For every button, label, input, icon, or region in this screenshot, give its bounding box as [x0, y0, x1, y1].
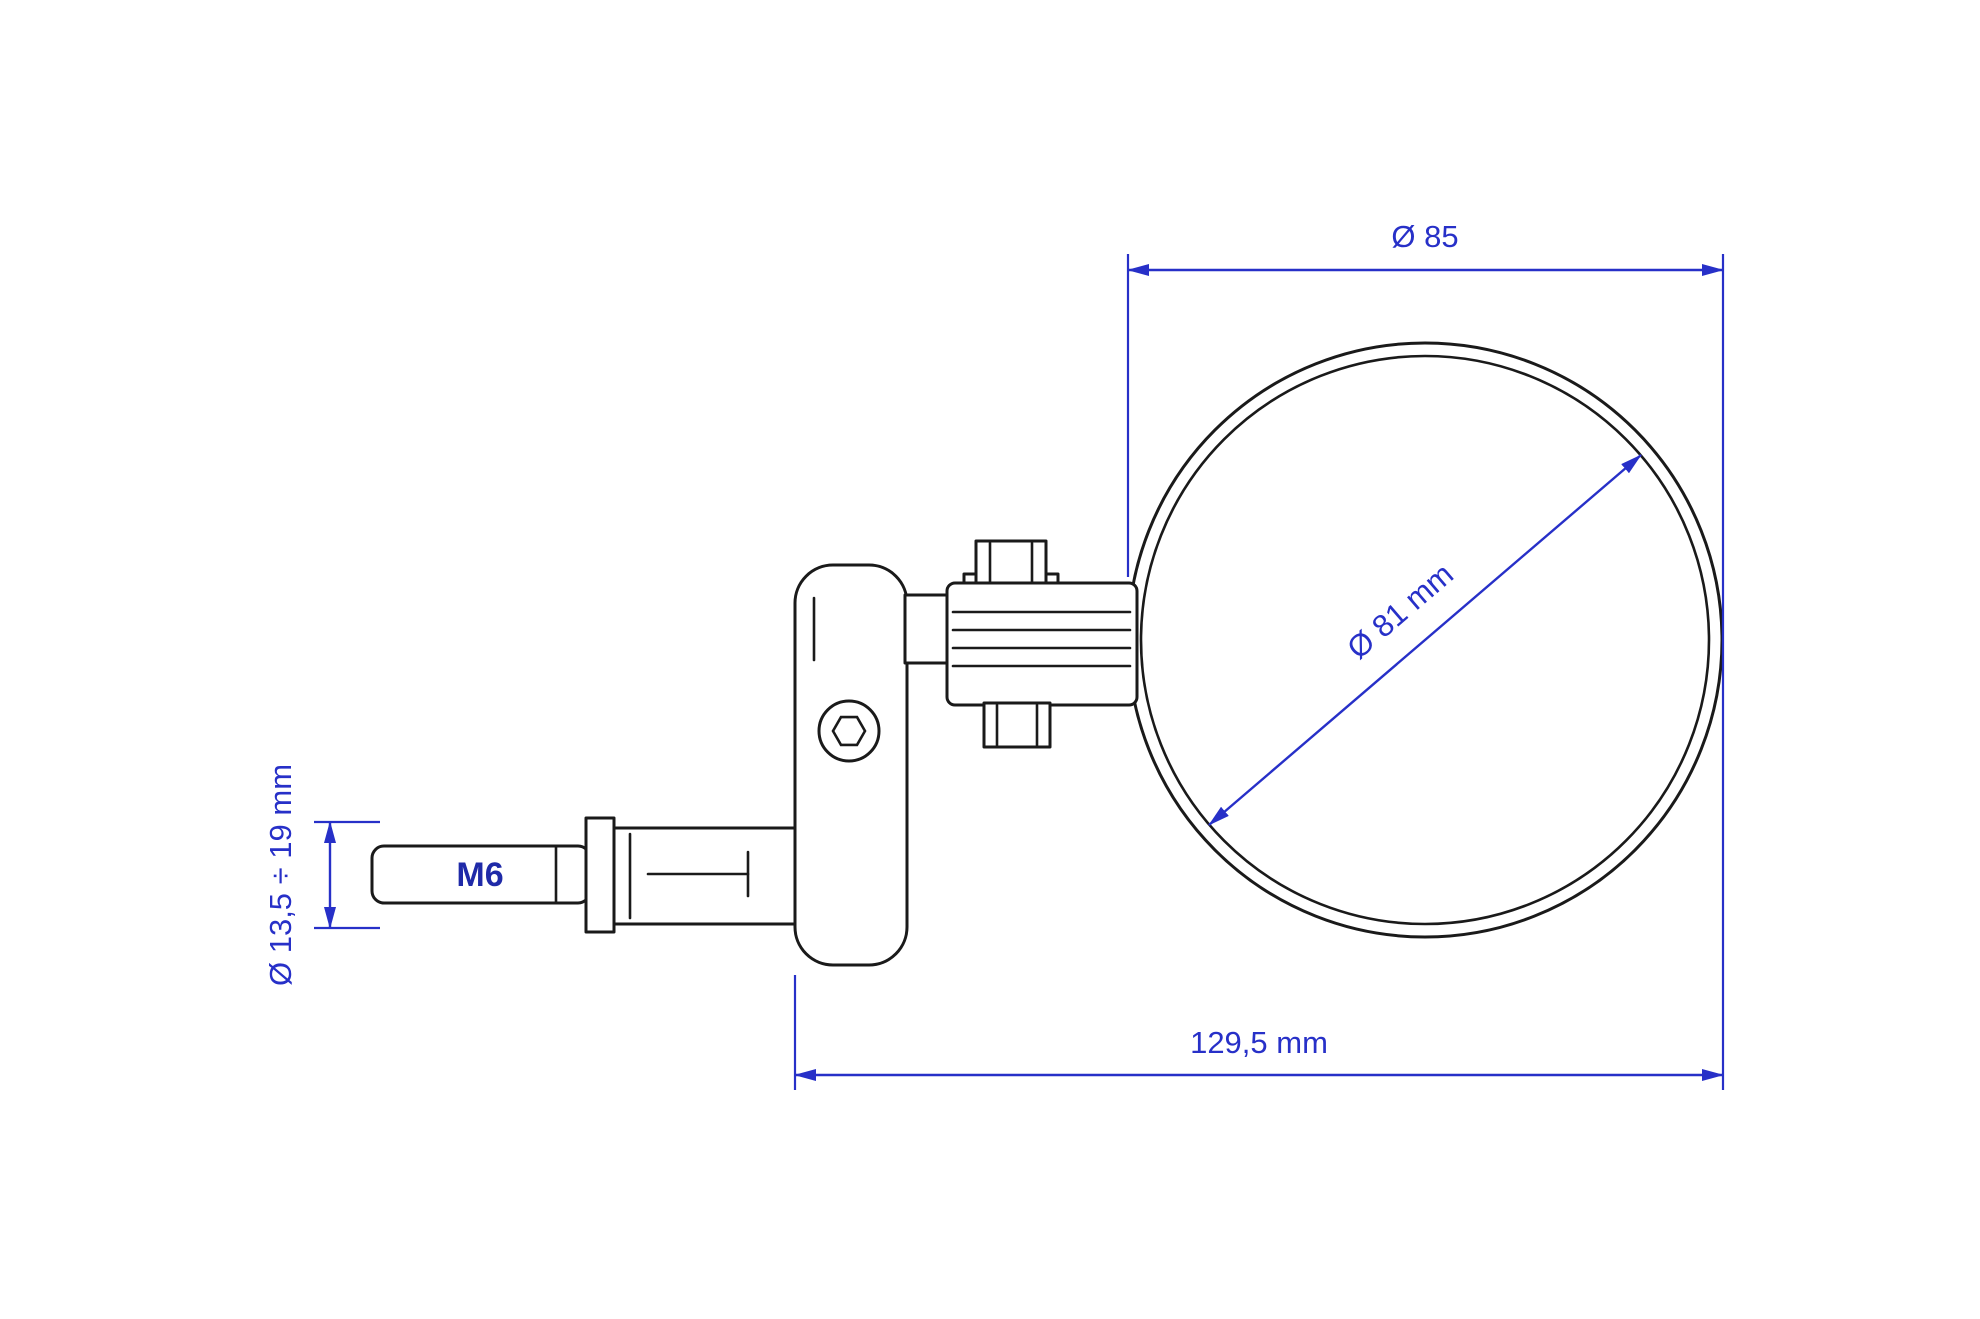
dim-label-stem-diameter-range: Ø 13,5 ÷ 19 mm [263, 764, 298, 986]
clamp-block [945, 581, 1139, 707]
bracket-outline [793, 563, 909, 967]
expander-cylinder [612, 826, 798, 926]
stem-collar [584, 816, 616, 934]
socket-screw-head [817, 699, 881, 763]
mounting-stem [370, 816, 798, 934]
bracket-body [793, 563, 909, 967]
hex-socket-icon [831, 715, 867, 747]
mirror-glass-rim [1139, 354, 1711, 926]
pivot-arm [903, 593, 951, 665]
clamp-assembly [903, 539, 1139, 749]
thread-label: M6 [456, 856, 503, 894]
dim-label-overall-length: 129,5 mm [1190, 1025, 1328, 1060]
clamp-bolt-head [974, 539, 1048, 587]
clamp-nut [982, 701, 1052, 749]
dimension-line-diagonal [1208, 454, 1642, 826]
dim-label-outer-diameter: Ø 85 [1391, 219, 1458, 254]
